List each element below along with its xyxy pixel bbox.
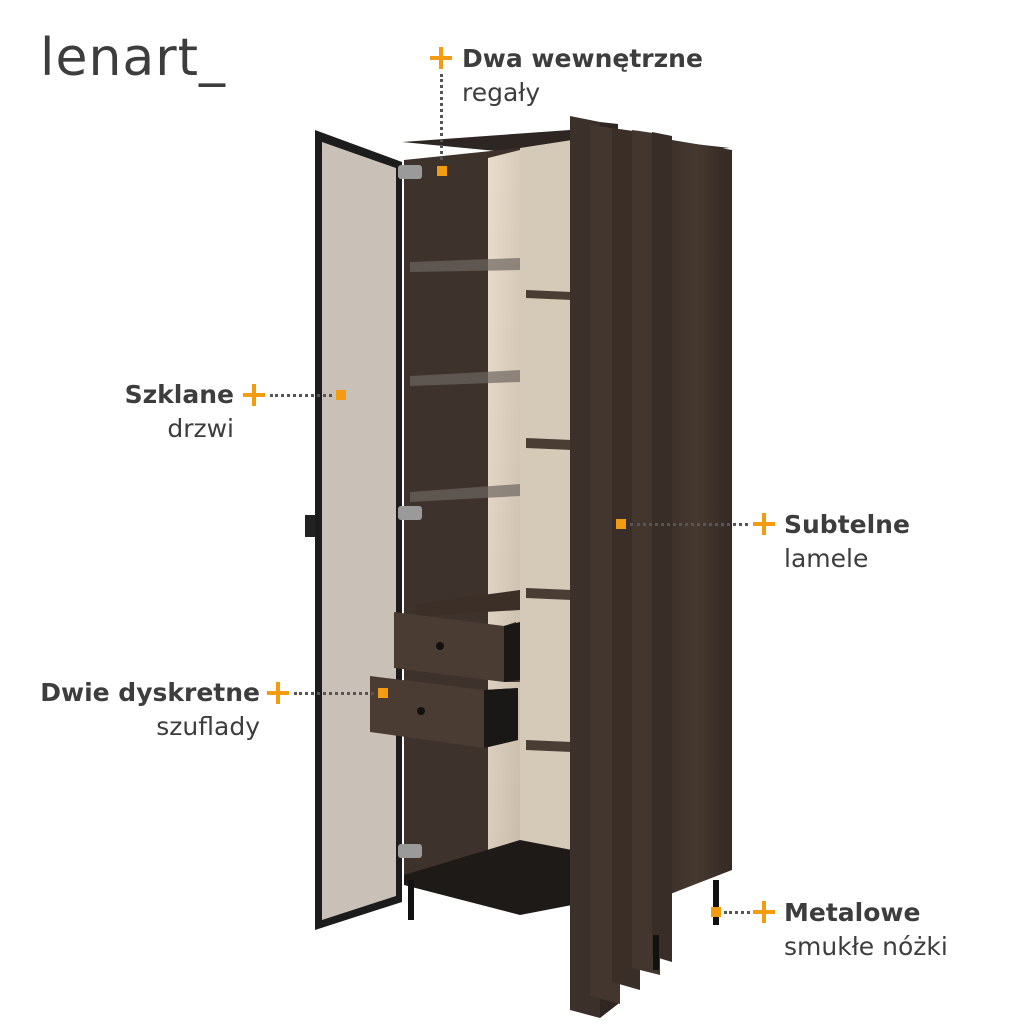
cabinet-interior <box>404 140 572 915</box>
drawers <box>370 612 520 748</box>
glass-door-plus-icon <box>243 384 265 406</box>
slats-marker <box>616 519 626 529</box>
hinges <box>398 165 422 858</box>
legs-marker <box>711 907 721 917</box>
feature-glass-door: Szklane drzwi <box>112 378 234 446</box>
slatted-door <box>570 116 672 1018</box>
feature-slats-title: Subtelne <box>784 510 910 539</box>
feature-legs: Metalowe smukłe nóżki <box>784 896 948 964</box>
feature-slats: Subtelne lamele <box>784 508 910 576</box>
glass-door-marker <box>336 390 346 400</box>
shelves-marker <box>437 166 447 176</box>
feature-drawers-subtitle: szuflady <box>156 712 260 741</box>
feature-shelves-subtitle: regały <box>462 78 541 107</box>
feature-legs-subtitle: smukłe nóżki <box>784 932 948 961</box>
brand-logo: lenart_ <box>40 28 226 88</box>
shelves-leader-line <box>440 74 443 160</box>
feature-glass-door-title: Szklane <box>124 380 234 409</box>
legs-leader-line <box>724 911 750 914</box>
metal-legs <box>408 880 719 970</box>
feature-shelves-title: Dwa wewnętrzne <box>462 44 703 73</box>
glass-door-leader-line <box>270 394 332 397</box>
cabinet-side-panel <box>660 138 732 898</box>
feature-drawers: Dwie dyskretne szuflady <box>20 676 260 744</box>
glass-door <box>305 130 402 930</box>
feature-glass-door-subtitle: drzwi <box>167 414 234 443</box>
feature-legs-title: Metalowe <box>784 898 921 927</box>
feature-drawers-title: Dwie dyskretne <box>40 678 260 707</box>
drawers-plus-icon <box>267 682 289 704</box>
legs-plus-icon <box>753 901 775 923</box>
drawers-marker <box>378 688 388 698</box>
feature-shelves: Dwa wewnętrzne regały <box>462 42 703 110</box>
brand-suffix: _ <box>199 28 227 88</box>
feature-slats-subtitle: lamele <box>784 544 869 573</box>
drawers-leader-line <box>294 692 374 695</box>
brand-name: lenart <box>40 28 200 88</box>
shelves-plus-icon <box>430 47 452 69</box>
slats-leader-line <box>630 523 748 526</box>
slats-plus-icon <box>753 513 775 535</box>
